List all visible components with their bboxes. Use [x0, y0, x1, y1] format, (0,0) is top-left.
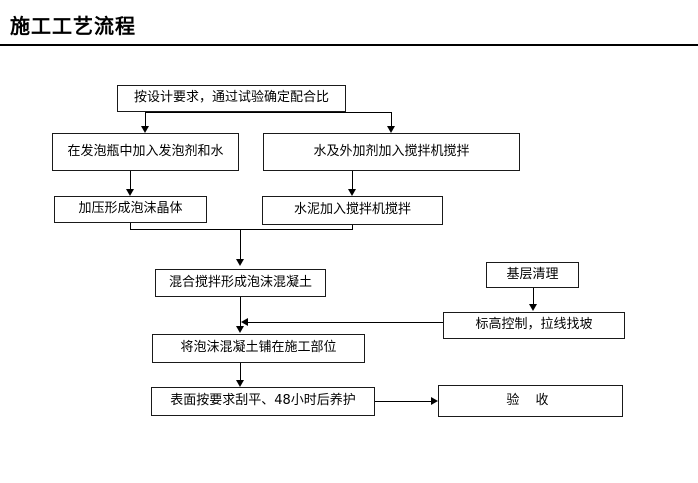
- node-base-cleaning[interactable]: 基层清理: [486, 262, 579, 288]
- node-foam-bottle[interactable]: 在发泡瓶中加入发泡剂和水: [52, 133, 239, 171]
- connector-mixratio-to-wateradmixture: [391, 112, 392, 127]
- connector-basecleaning-to-levelcontrol: [533, 288, 534, 305]
- arrowhead-to-levelcontrol: [529, 304, 537, 311]
- arrowhead-to-spread: [236, 326, 244, 333]
- connector-mixratio-rail: [145, 112, 392, 113]
- connector-pressurize-down: [130, 223, 131, 229]
- connector-foamconcrete-to-spread: [240, 297, 241, 327]
- node-surface-curing[interactable]: 表面按要求刮平、48小时后养护: [151, 387, 375, 416]
- node-acceptance[interactable]: 验 收: [438, 385, 623, 417]
- connector-wateradmixture-to-cement: [352, 171, 353, 190]
- node-spread-concrete[interactable]: 将泡沫混凝土铺在施工部位: [152, 334, 365, 363]
- arrowhead-to-acceptance: [431, 397, 438, 405]
- node-level-control[interactable]: 标高控制，拉线找坡: [443, 312, 625, 339]
- node-cement-mixer[interactable]: 水泥加入搅拌机搅拌: [262, 196, 443, 225]
- arrowhead-to-pressurize: [126, 189, 134, 196]
- node-water-admixture[interactable]: 水及外加剂加入搅拌机搅拌: [263, 133, 520, 171]
- arrowhead-to-wateradmixture: [387, 126, 395, 133]
- arrowhead-to-foambottle: [141, 126, 149, 133]
- connector-cement-down: [352, 225, 353, 229]
- arrowhead-to-foamconcrete: [236, 259, 244, 266]
- connector-spread-to-surfacecuring: [240, 363, 241, 381]
- node-mix-ratio[interactable]: 按设计要求，通过试验确定配合比: [117, 85, 346, 112]
- arrowhead-to-cement: [348, 189, 356, 196]
- title-divider: [0, 44, 698, 46]
- connector-merge-to-foamconcrete: [240, 229, 241, 260]
- node-pressurize-foam[interactable]: 加压形成泡沫晶体: [54, 196, 207, 223]
- connector-merge-rail: [130, 229, 353, 230]
- connector-mixratio-to-foambottle: [145, 112, 146, 127]
- connector-levelcontrol-to-column: [247, 322, 443, 323]
- page-title: 施工工艺流程: [10, 14, 136, 38]
- connector-foambottle-to-pressurize: [130, 171, 131, 190]
- arrowhead-levelcontrol-left: [241, 318, 248, 326]
- connector-surfacecuring-to-acceptance: [375, 401, 432, 402]
- node-foam-concrete[interactable]: 混合搅拌形成泡沫混凝土: [155, 269, 326, 297]
- arrowhead-to-surfacecuring: [236, 380, 244, 387]
